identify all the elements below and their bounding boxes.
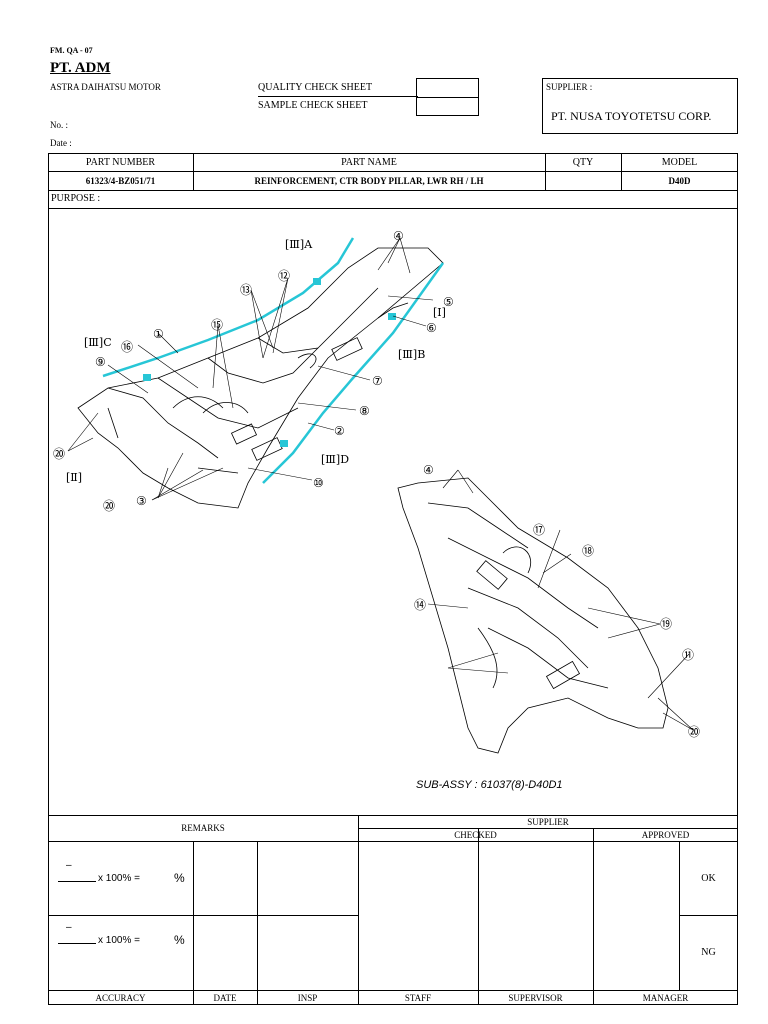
header-model: MODEL [661, 156, 698, 168]
form-frame [48, 153, 738, 1005]
callout-15: ⑮ [211, 318, 223, 332]
callout-12: ⑫ [278, 269, 290, 283]
formula-dash-2: – [66, 922, 72, 933]
section-label-2: [Ⅱ] [66, 471, 82, 484]
header-part-name: PART NAME [341, 156, 397, 168]
form-code: FM. QA - 07 [50, 46, 93, 55]
footer-accuracy: ACCURACY [95, 992, 146, 1003]
callout-1: ① [153, 327, 164, 341]
footer-insp: INSP [297, 992, 318, 1003]
formula-text-2: x 100% = [98, 935, 140, 946]
footer-manager: MANAGER [642, 992, 689, 1003]
qty-value[interactable] [545, 171, 621, 190]
section-label-3d: [Ⅲ]D [321, 453, 349, 466]
section-label-3b: [Ⅲ]B [398, 348, 425, 361]
footer-staff: STAFF [404, 992, 432, 1003]
callout-17: ⑰ [533, 523, 545, 537]
callout-20-left: ⑳ [53, 447, 65, 461]
company-name: PT. ADM [50, 60, 111, 76]
sub-assy-label: SUB-ASSY : 61037(8)-D40D1 [416, 779, 563, 791]
callout-16: ⑯ [121, 340, 133, 354]
footer-date: DATE [213, 992, 237, 1003]
callout-20-sub: ⑳ [688, 725, 700, 739]
callout-20-bottom: ⑳ [103, 499, 115, 513]
supplier-name: PT. NUSA TOYOTETSU CORP. [551, 109, 712, 123]
callout-14: ⑭ [414, 598, 426, 612]
part-name-value: REINFORCEMENT, CTR BODY PILLAR, LWR RH /… [254, 175, 484, 186]
part-diagram: ④ ① ⑤ ⑥ ⑦ ⑧ ② ⑩ ⑫ ⑬ ⑮ ⑯ ⑨ ⑳ ⑳ ③ ④ ⑰ ⑱ ⑭ … [53, 229, 700, 791]
header-part-number: PART NUMBER [85, 156, 156, 168]
formula-text-1: x 100% = [98, 873, 140, 884]
quality-check-label: QUALITY CHECK SHEET [258, 82, 373, 93]
approved-header: APPROVED [641, 829, 690, 840]
supplier-header: SUPPLIER [527, 816, 569, 827]
company-full-name: ASTRA DAIHATSU MOTOR [50, 82, 161, 92]
supplier-box: SUPPLIER : PT. NUSA TOYOTETSU CORP. [542, 78, 738, 134]
callout-4-top: ④ [393, 229, 404, 243]
callout-13: ⑬ [240, 283, 252, 297]
remarks-header: REMARKS [181, 823, 225, 833]
callout-4-sub: ④ [423, 463, 434, 477]
quality-check-checkbox[interactable] [416, 78, 479, 98]
section-label-3a: [Ⅲ]A [285, 238, 313, 251]
date-label: Date : [50, 138, 72, 148]
callout-9: ⑨ [95, 355, 106, 369]
callout-18: ⑱ [582, 544, 594, 558]
sample-check-label: SAMPLE CHECK SHEET [258, 100, 368, 111]
percent-1: % [174, 871, 185, 885]
ng-label[interactable]: NG [701, 947, 716, 958]
supplier-label: SUPPLIER : [546, 82, 593, 92]
callout-6: ⑥ [426, 321, 437, 335]
percent-2: % [174, 933, 185, 947]
callout-8: ⑧ [359, 404, 370, 418]
model-value: D40D [668, 175, 691, 186]
checked-header: CHECKED [454, 829, 497, 840]
section-label-1: [Ⅰ] [433, 306, 446, 319]
callout-19: ⑲ [660, 617, 672, 631]
sample-check-checkbox[interactable] [416, 97, 479, 116]
ok-label[interactable]: OK [701, 872, 716, 884]
purpose-label: PURPOSE : [51, 193, 101, 204]
callout-2: ② [334, 424, 345, 438]
callout-5: ⑤ [443, 295, 454, 309]
formula-dash-1: – [66, 860, 72, 871]
callout-10: ⑩ [313, 476, 324, 490]
callout-7: ⑦ [372, 374, 383, 388]
part-number-value: 61323/4-BZ051/71 [85, 175, 156, 186]
footer-supervisor: SUPERVISOR [508, 992, 563, 1003]
callout-3: ③ [136, 494, 147, 508]
number-label: No. : [50, 120, 68, 130]
section-label-3c: [Ⅲ]C [84, 336, 112, 349]
callout-11: ⑪ [682, 648, 694, 662]
header-qty: QTY [572, 156, 594, 168]
